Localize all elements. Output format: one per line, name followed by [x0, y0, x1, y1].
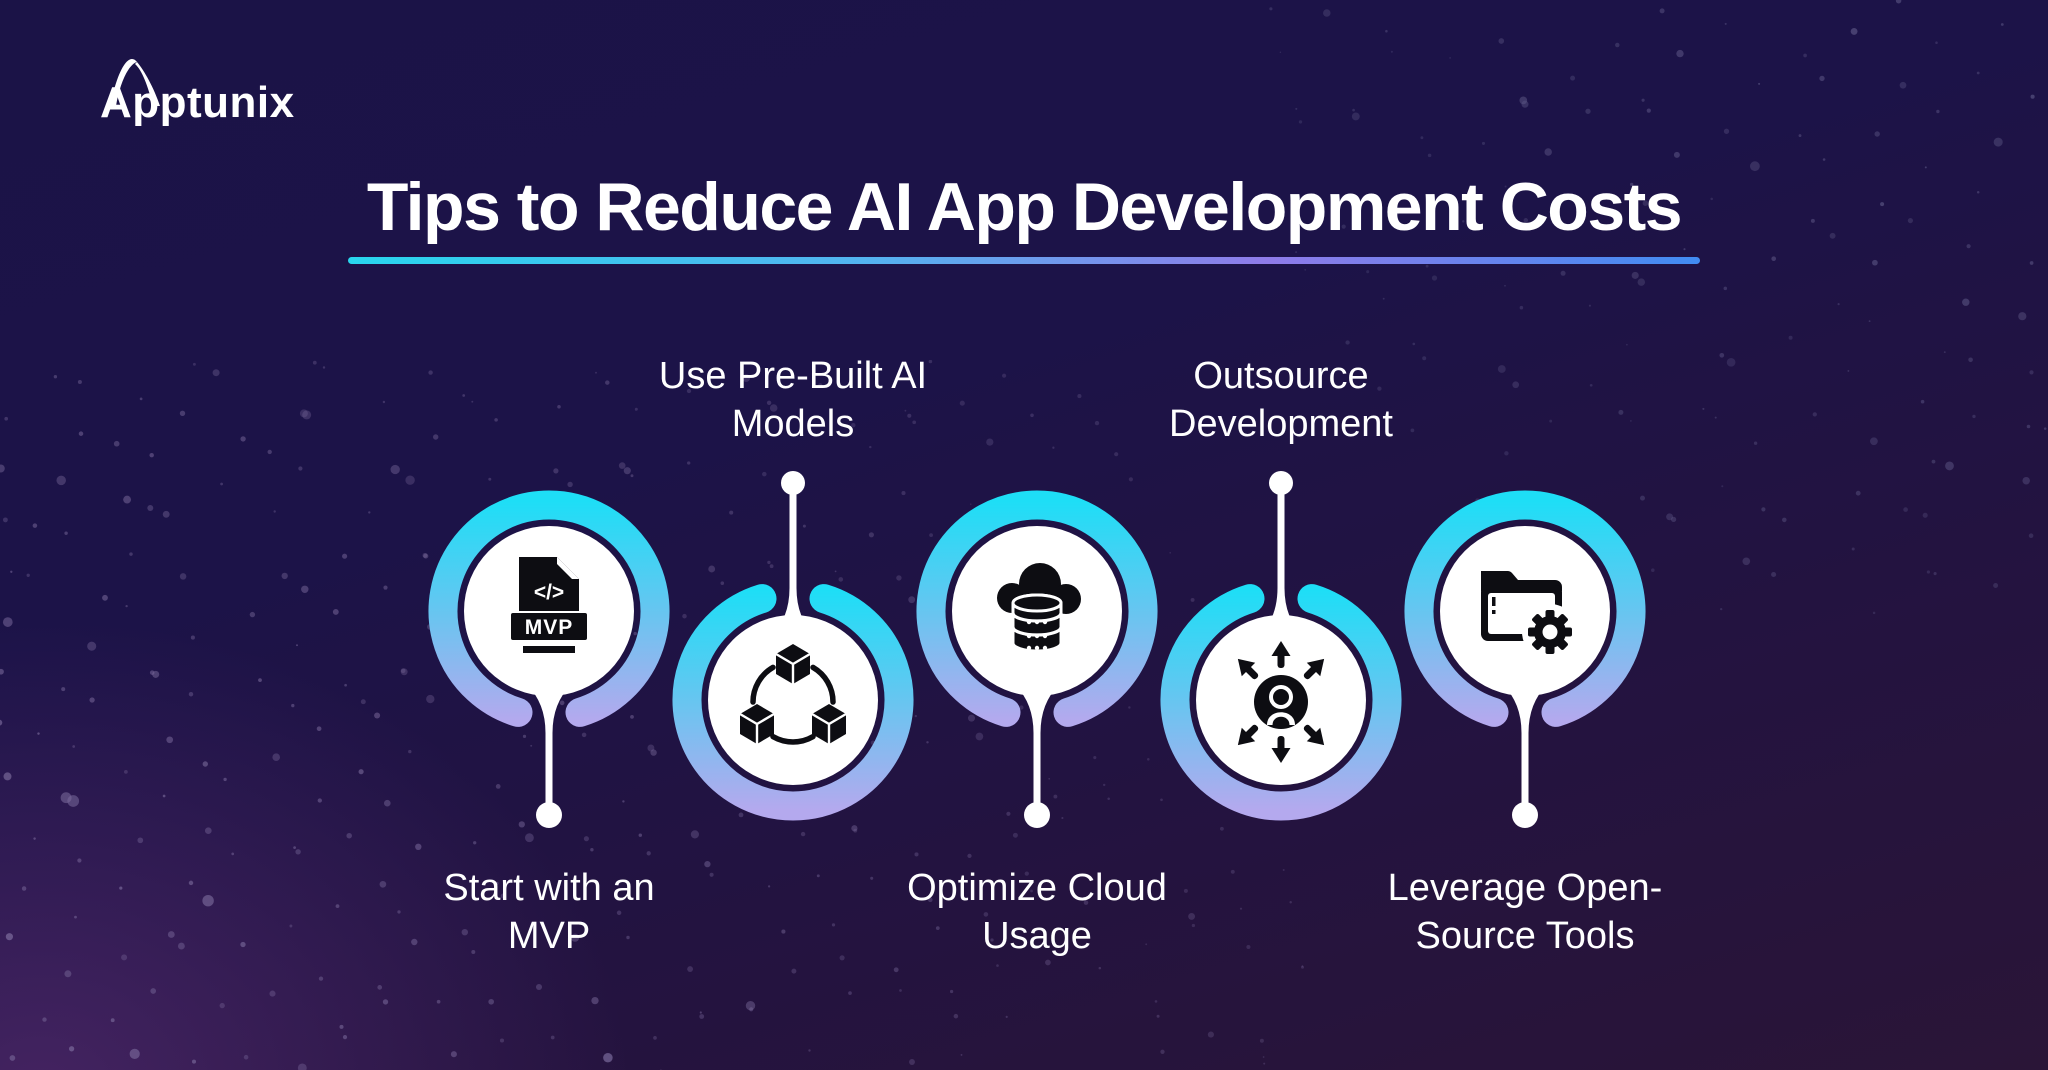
gradient-ring: [1404, 490, 1646, 727]
connector-dot: [1512, 802, 1538, 828]
connector-dot: [1024, 802, 1050, 828]
ai-models-cubes-icon: [739, 644, 847, 745]
gradient-ring: [428, 490, 670, 727]
apptunix-arch-icon: [110, 59, 160, 106]
tip-medallion-1: </> MVP: [428, 490, 670, 828]
tip-label-start-with-an-mvp: Start with an MVP: [443, 867, 655, 957]
brand-logo: Apptunix: [100, 54, 360, 128]
tip-label-outsource-development: Outsource Development: [1169, 355, 1393, 445]
tip-label-leverage-open-source-tools: Leverage Open- Source Tools: [1387, 867, 1663, 957]
tip-label-optimize-cloud-usage: Optimize Cloud Usage: [907, 867, 1167, 957]
cloud-database-icon: [997, 563, 1081, 653]
header: Tips to Reduce AI App Development Costs: [0, 170, 2048, 264]
svg-text:MVP: MVP: [525, 616, 574, 639]
svg-text:</>: </>: [534, 581, 564, 604]
gradient-ring: [1160, 584, 1402, 821]
tip-medallion-4: [1160, 471, 1402, 821]
connector-dot: [1269, 471, 1293, 495]
tip-medallion-2: [672, 471, 914, 821]
outsource-person-arrows-icon: [1237, 641, 1325, 763]
connector-dot: [536, 802, 562, 828]
title-underline: [348, 256, 1700, 264]
tip-label-use-pre-built-ai-models: Use Pre-Built AI Models: [658, 355, 928, 445]
mvp-document-icon: </> MVP: [511, 557, 587, 653]
gradient-ring: [916, 490, 1158, 727]
connector-dot: [781, 471, 805, 495]
tip-medallion-5: [1404, 490, 1646, 828]
brand-name: Apptunix: [100, 78, 295, 127]
tip-medallion-3: [916, 490, 1158, 828]
page-title: Tips to Reduce AI App Development Costs: [366, 169, 1683, 245]
icon-disc: [708, 615, 878, 785]
open-source-folder-gear-icon: [1481, 570, 1578, 660]
gradient-ring: [672, 584, 914, 821]
